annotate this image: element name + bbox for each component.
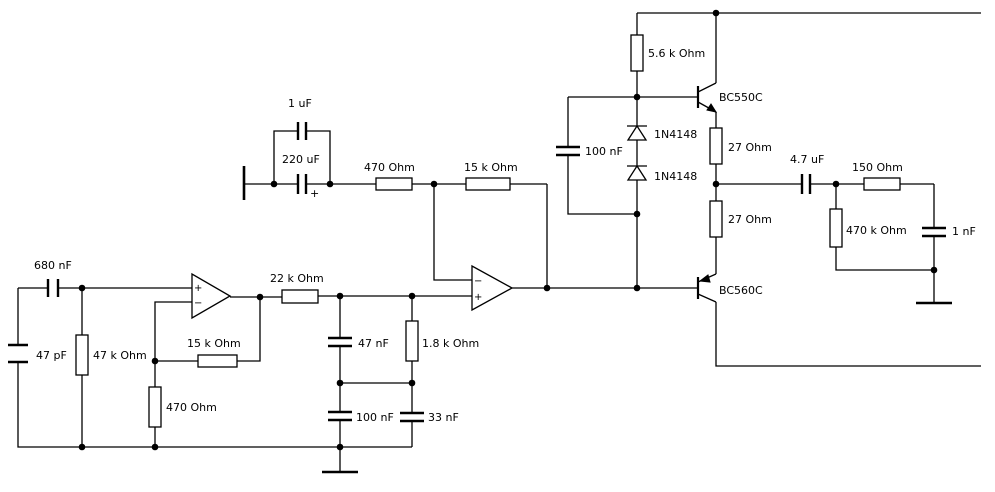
label-c-top-small: 1 uF xyxy=(288,97,312,110)
cap-top-elec xyxy=(296,174,308,194)
opamp1-minus: − xyxy=(194,298,202,309)
label-elec-polarity: + xyxy=(310,187,319,200)
ground-symbols xyxy=(242,166,952,474)
label-r-out: 150 Ohm xyxy=(852,161,903,174)
cap-top-small xyxy=(296,122,308,140)
capacitors xyxy=(8,122,946,423)
r-emit2 xyxy=(709,200,723,238)
label-r-emit2: 27 Ohm xyxy=(728,213,772,226)
label-r-fb1: 15 k Ohm xyxy=(187,337,241,350)
label-c-bias: 100 nF xyxy=(585,145,623,158)
label-r-filter: 1.8 k Ohm xyxy=(422,337,479,350)
label-c-out-shunt: 1 nF xyxy=(952,225,976,238)
resistors xyxy=(75,34,901,428)
cap-shunt xyxy=(8,343,28,364)
diode-1 xyxy=(626,124,648,141)
opamp-2: − + xyxy=(471,264,514,312)
transistor-pnp xyxy=(696,273,717,303)
component-labels: 680 nF 47 pF 47 k Ohm 15 k Ohm 470 Ohm 2… xyxy=(34,47,976,424)
transistor-npn xyxy=(696,82,718,113)
r-input-shunt xyxy=(75,334,89,376)
r-series2 xyxy=(375,177,413,191)
label-d1: 1N4148 xyxy=(654,128,697,141)
label-r-bias-top: 5.6 k Ohm xyxy=(648,47,705,60)
label-r-input-shunt: 47 k Ohm xyxy=(93,349,147,362)
label-r-gnd1: 470 Ohm xyxy=(166,401,217,414)
label-d2: 1N4148 xyxy=(654,170,697,183)
r-bias-top xyxy=(630,34,644,72)
label-c-out: 4.7 uF xyxy=(790,153,824,166)
label-r-fb2: 15 k Ohm xyxy=(464,161,518,174)
cap-filter2 xyxy=(328,410,352,422)
label-r-emit1: 27 Ohm xyxy=(728,141,772,154)
junction-dots xyxy=(78,9,938,451)
r-out-shunt xyxy=(829,208,843,248)
opamp2-minus: − xyxy=(474,276,482,287)
r-out xyxy=(863,177,901,191)
cap-input xyxy=(46,279,60,297)
r-gnd1 xyxy=(148,386,162,428)
cap-filter3 xyxy=(400,411,424,423)
label-c-filter3: 33 nF xyxy=(428,411,459,424)
opamp2-plus: + xyxy=(474,292,482,303)
cap-filter1 xyxy=(328,336,352,348)
label-q-npn: BC550C xyxy=(719,91,763,104)
wires xyxy=(17,12,981,472)
r-fb2 xyxy=(465,177,511,191)
label-r-series1: 22 k Ohm xyxy=(270,272,324,285)
cap-out xyxy=(800,174,812,194)
label-c-input: 680 nF xyxy=(34,259,72,272)
label-r-series2: 470 Ohm xyxy=(364,161,415,174)
cap-bias xyxy=(556,145,580,157)
diode-2 xyxy=(626,164,648,181)
label-c-top-elec: 220 uF xyxy=(282,153,320,166)
label-c-shunt: 47 pF xyxy=(36,349,67,362)
r-filter xyxy=(405,320,419,362)
cap-out-shunt xyxy=(922,226,946,238)
opamp1-plus: + xyxy=(194,283,202,294)
opamp-1: + − xyxy=(191,272,232,320)
label-c-filter1: 47 nF xyxy=(358,337,389,350)
label-q-pnp: BC560C xyxy=(719,284,763,297)
r-series1 xyxy=(281,289,319,304)
label-c-filter2: 100 nF xyxy=(356,411,394,424)
r-fb1 xyxy=(197,354,238,368)
r-emit1 xyxy=(709,127,723,165)
label-r-out-shunt: 470 k Ohm xyxy=(846,224,907,237)
